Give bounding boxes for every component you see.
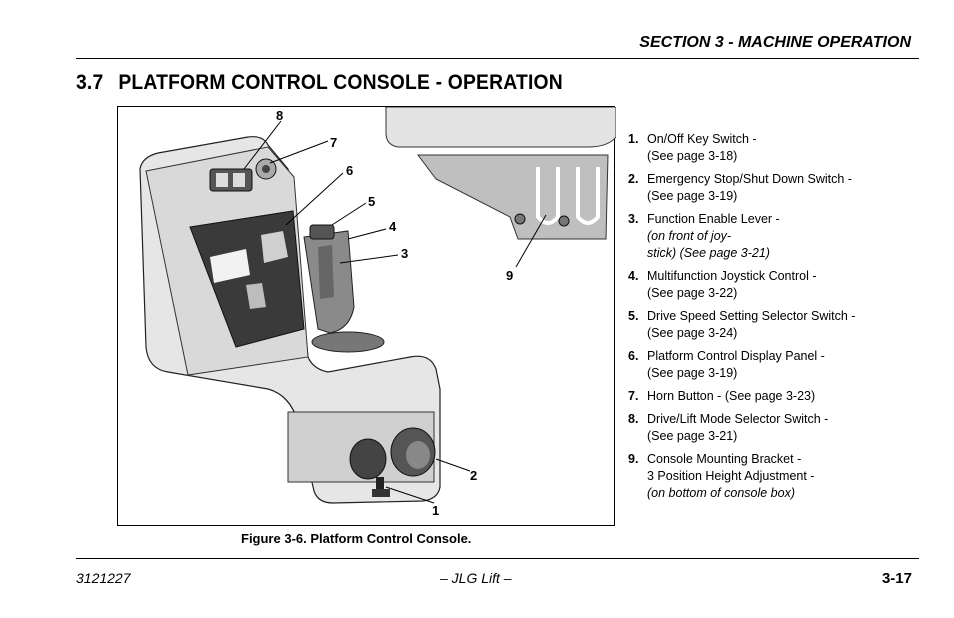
- callout-2: 2: [470, 468, 478, 483]
- legend-item: 6. Platform Control Display Panel -(See …: [628, 349, 825, 380]
- panel-indicator: [210, 249, 250, 283]
- enable-lever: [318, 245, 334, 299]
- footer-brand: – JLG Lift –: [440, 570, 512, 586]
- panel-arrow: [246, 283, 266, 309]
- console-bottom: [385, 107, 616, 148]
- footer-rule: [76, 558, 919, 559]
- legend-item: 7. Horn Button - (See page 3-23): [628, 389, 816, 403]
- figure-caption: Figure 3-6. Platform Control Console.: [241, 531, 472, 546]
- legend-item: 3. Function Enable Lever - (on front of …: [628, 212, 780, 260]
- header-rule: [76, 58, 919, 59]
- section-title: PLATFORM CONTROL CONSOLE - OPERATION: [118, 71, 563, 94]
- key: [376, 477, 384, 497]
- page-title: 3.7 PLATFORM CONTROL CONSOLE - OPERATION: [76, 71, 563, 95]
- legend-list: 1. On/Off Key Switch -(See page 3-18) 2.…: [628, 131, 878, 508]
- callout-5: 5: [368, 194, 376, 209]
- callout-4: 4: [389, 219, 397, 234]
- legend-item: 4. Multifunction Joystick Control -(See …: [628, 269, 817, 300]
- doc-number: 3121227: [76, 570, 131, 586]
- console-drawing: [139, 107, 616, 504]
- section-number: 3.7: [76, 71, 104, 94]
- callout-1: 1: [432, 503, 440, 518]
- callout-9: 9: [506, 268, 514, 283]
- section-header: SECTION 3 - MACHINE OPERATION: [639, 34, 911, 51]
- legend-item: 9. Console Mounting Bracket -3 Position …: [628, 452, 815, 500]
- joystick-base: [311, 331, 385, 353]
- legend-item: 5. Drive Speed Setting Selector Switch -…: [628, 309, 856, 340]
- callout-8: 8: [276, 108, 284, 123]
- figure-illustration: 8 7 6 5 4 3 9 2 1: [117, 106, 616, 526]
- legend-item: 2. Emergency Stop/Shut Down Switch -(See…: [628, 172, 852, 203]
- panel-button: [261, 231, 288, 263]
- speed-selector: [309, 224, 335, 240]
- callout-6: 6: [346, 163, 354, 178]
- legend-item: 8. Drive/Lift Mode Selector Switch -(See…: [628, 412, 829, 443]
- key-switch: [349, 438, 387, 480]
- page-number: 3-17: [881, 570, 912, 587]
- legend-item: 1. On/Off Key Switch -(See page 3-18): [628, 132, 757, 163]
- callout-7: 7: [330, 135, 338, 150]
- callout-3: 3: [401, 246, 409, 261]
